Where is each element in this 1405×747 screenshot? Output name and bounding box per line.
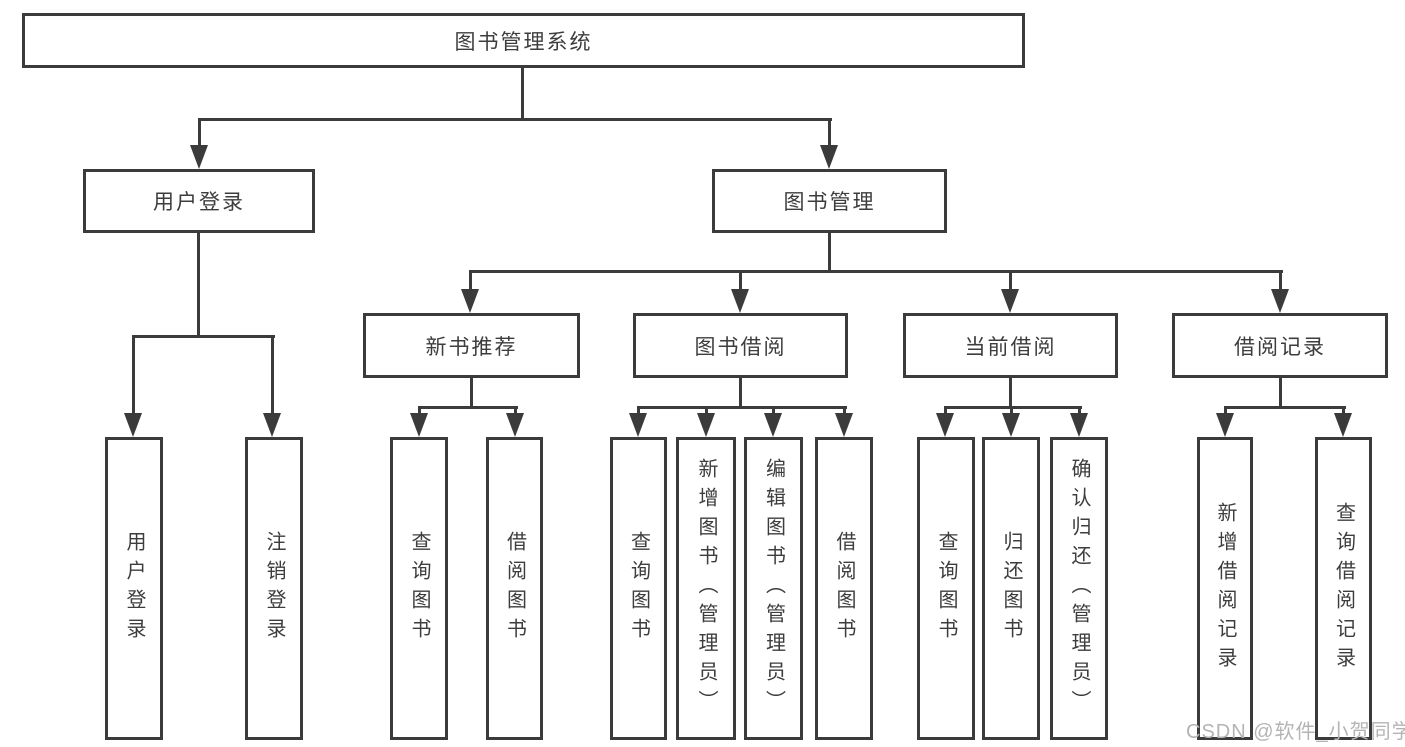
node-user-login-label: 用户登录 (153, 191, 245, 214)
connector-line (739, 377, 742, 409)
connector-line (198, 118, 201, 148)
arrow-down-icon (124, 413, 142, 437)
leaf-newbook-query-label: 查询图书 (408, 530, 430, 647)
leaf-borrow-borrow: 借阅图书 (815, 437, 873, 740)
leaf-newbook-borrow-label: 借阅图书 (503, 530, 526, 647)
leaf-newbook-query: 查询图书 (390, 437, 448, 740)
leaf-record-add-label: 新增借阅记录 (1214, 501, 1236, 676)
node-book-mgmt-label: 图书管理 (783, 191, 876, 214)
connector-line (418, 406, 518, 409)
node-root-label: 图书管理系统 (454, 30, 593, 54)
leaf-record-query-label: 查询借阅记录 (1332, 501, 1355, 676)
connector-line (1279, 270, 1282, 292)
leaf-record-add: 新增借阅记录 (1197, 437, 1253, 740)
node-book-borrow: 图书借阅 (633, 313, 848, 378)
leaf-borrow-edit: 编辑图书（管理员） (744, 437, 803, 740)
leaf-current-query: 查询图书 (917, 437, 975, 740)
arrow-down-icon (1216, 413, 1234, 437)
leaf-user-login: 用户登录 (105, 437, 163, 740)
connector-line (944, 406, 947, 416)
arrow-down-icon (764, 413, 782, 437)
leaf-borrow-add-label: 新增图书（管理员） (695, 458, 717, 719)
connector-line (198, 118, 832, 121)
node-current-borrow-label: 当前借阅 (964, 335, 1057, 359)
arrow-down-icon (1001, 289, 1019, 313)
arrow-down-icon (1271, 289, 1289, 313)
node-new-book-rec: 新书推荐 (363, 313, 580, 378)
connector-line (271, 335, 274, 415)
connector-line (132, 335, 135, 415)
csdn-watermark: CSDN @软件_小贺同学 (1186, 721, 1405, 743)
connector-line (1078, 406, 1081, 416)
leaf-borrow-query-label: 查询图书 (627, 530, 650, 647)
connector-line (1009, 270, 1012, 292)
arrow-down-icon (1334, 413, 1352, 437)
connector-line (1224, 406, 1227, 416)
leaf-newbook-borrow: 借阅图书 (486, 437, 543, 740)
connector-line (637, 406, 640, 416)
leaf-borrow-query: 查询图书 (610, 437, 667, 740)
arrow-down-icon (1070, 413, 1088, 437)
leaf-current-return-label: 归还图书 (1000, 530, 1022, 647)
arrow-down-icon (629, 413, 647, 437)
arrow-down-icon (190, 145, 208, 169)
connector-line (1224, 406, 1346, 409)
arrow-down-icon (820, 145, 838, 169)
connector-line (418, 406, 421, 416)
arrow-down-icon (697, 413, 715, 437)
leaf-borrow-add: 新增图书（管理员） (676, 437, 736, 740)
node-borrow-record-label: 借阅记录 (1234, 335, 1326, 359)
connector-line (1342, 406, 1345, 416)
connector-line (843, 406, 846, 416)
leaf-current-return: 归还图书 (982, 437, 1040, 740)
leaf-logout: 注销登录 (245, 437, 303, 740)
leaf-borrow-borrow-label: 借阅图书 (833, 530, 855, 647)
connector-line (132, 335, 275, 338)
node-root: 图书管理系统 (22, 13, 1025, 68)
connector-line (772, 406, 775, 416)
connector-line (828, 118, 831, 148)
arrow-down-icon (731, 289, 749, 313)
connector-line (469, 270, 1283, 273)
node-current-borrow: 当前借阅 (903, 313, 1118, 378)
node-new-book-rec-label: 新书推荐 (425, 335, 518, 359)
connector-line (197, 233, 200, 338)
node-user-login: 用户登录 (83, 169, 315, 233)
arrow-down-icon (1002, 413, 1020, 437)
leaf-current-confirm: 确认归还（管理员） (1050, 437, 1108, 740)
connector-line (944, 406, 1082, 409)
arrow-down-icon (835, 413, 853, 437)
connector-line (1279, 377, 1282, 409)
node-book-borrow-label: 图书借阅 (694, 335, 787, 359)
connector-line (521, 68, 524, 121)
connector-line (469, 270, 472, 292)
connector-line (739, 270, 742, 292)
leaf-borrow-edit-label: 编辑图书（管理员） (762, 458, 785, 719)
connector-line (828, 233, 831, 273)
connector-line (637, 406, 847, 409)
arrow-down-icon (461, 289, 479, 313)
connector-line (1010, 406, 1013, 416)
arrow-down-icon (936, 413, 954, 437)
leaf-current-confirm-label: 确认归还（管理员） (1068, 458, 1090, 719)
node-book-mgmt: 图书管理 (712, 169, 947, 233)
connector-line (705, 406, 708, 416)
connector-line (1009, 377, 1012, 409)
leaf-current-query-label: 查询图书 (935, 530, 957, 647)
leaf-user-login-label: 用户登录 (123, 530, 145, 647)
connector-line (514, 406, 517, 416)
arrow-down-icon (410, 413, 428, 437)
arrow-down-icon (263, 413, 281, 437)
arrow-down-icon (506, 413, 524, 437)
connector-line (470, 377, 473, 409)
leaf-logout-label: 注销登录 (263, 530, 285, 647)
leaf-record-query: 查询借阅记录 (1315, 437, 1372, 740)
node-borrow-record: 借阅记录 (1172, 313, 1388, 378)
